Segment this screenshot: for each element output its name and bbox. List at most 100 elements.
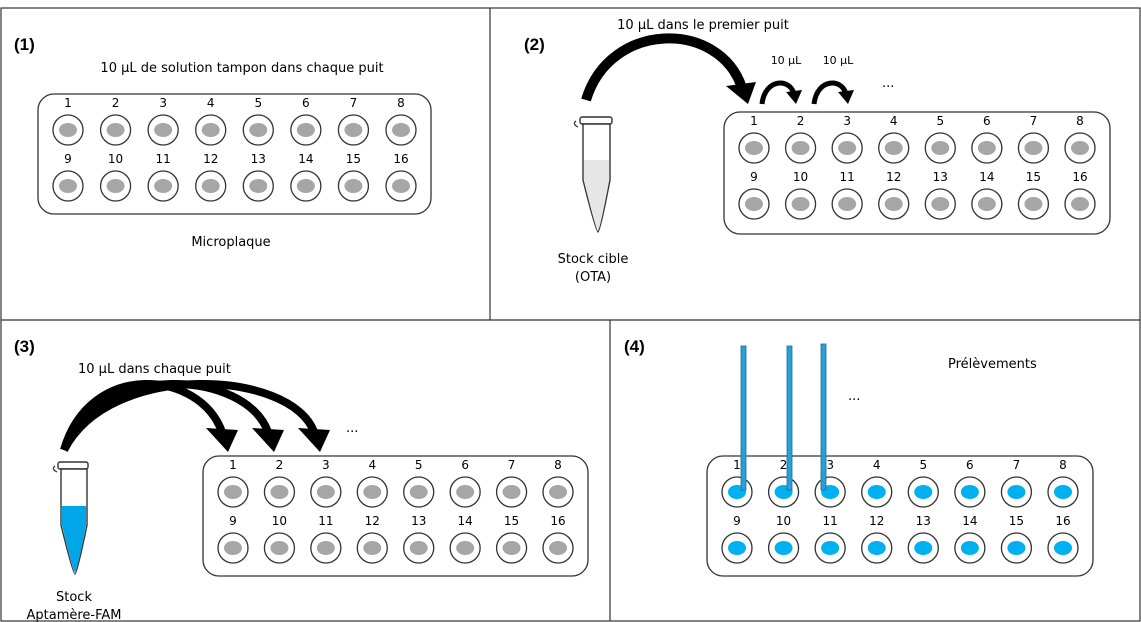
well-content xyxy=(931,141,950,155)
tube-label-line2: (OTA) xyxy=(575,270,611,285)
well-number: 9 xyxy=(733,514,741,528)
plate-frame xyxy=(202,455,589,577)
well-content xyxy=(1054,541,1072,555)
well-content xyxy=(344,123,363,137)
well-number: 3 xyxy=(159,96,167,110)
well-content xyxy=(791,197,810,211)
panel-caption: Prélèvements xyxy=(948,357,1037,372)
well-number: 15 xyxy=(346,152,361,166)
well-number: 1 xyxy=(64,96,72,110)
panel-label: (4) xyxy=(624,337,645,356)
well-number: 2 xyxy=(797,114,805,128)
well-content xyxy=(884,197,903,211)
well-number: 8 xyxy=(397,96,405,110)
well-number: 5 xyxy=(936,114,944,128)
plate-frame xyxy=(706,455,1094,577)
well-content xyxy=(549,485,567,499)
well-content xyxy=(884,141,903,155)
well-content xyxy=(270,541,289,555)
arrowhead xyxy=(726,82,756,104)
well-number: 4 xyxy=(873,458,881,472)
well-number: 1 xyxy=(750,114,758,128)
well-content xyxy=(838,197,857,211)
well-number: 4 xyxy=(207,96,215,110)
curved-arrow-icon xyxy=(811,80,849,105)
arrowhead xyxy=(298,428,330,452)
well-number: 11 xyxy=(840,170,855,184)
well-content xyxy=(960,485,979,499)
pipette-icon xyxy=(740,345,747,491)
well-number: 9 xyxy=(64,152,72,166)
well-number: 7 xyxy=(508,458,516,472)
well-content xyxy=(456,541,475,555)
transfer-label: 10 µL xyxy=(823,54,854,67)
well-content xyxy=(745,197,763,211)
well-content xyxy=(838,141,857,155)
tube-label-line2: Aptamère-FAM xyxy=(26,608,121,622)
arrowhead xyxy=(838,90,854,104)
well-number: 15 xyxy=(504,514,519,528)
well-number: 13 xyxy=(251,152,266,166)
well-number: 3 xyxy=(322,458,330,472)
well-content xyxy=(316,541,335,555)
panel-1: (1) 10 µL de solution tampon dans chaque… xyxy=(14,35,432,250)
well-number: 10 xyxy=(272,514,287,528)
well-number: 9 xyxy=(229,514,237,528)
well-number: 14 xyxy=(979,170,994,184)
well-number: 5 xyxy=(415,458,423,472)
well-number: 15 xyxy=(1026,170,1041,184)
well-content xyxy=(1007,485,1026,499)
well-number: 2 xyxy=(276,458,284,472)
well-content xyxy=(1071,141,1089,155)
well-content xyxy=(154,123,173,137)
tube-label-line1: Stock cible xyxy=(558,252,629,267)
well-content xyxy=(363,541,382,555)
well-content xyxy=(296,179,315,193)
well-number: 6 xyxy=(461,458,469,472)
well-number: 8 xyxy=(554,458,562,472)
plate-frame xyxy=(37,93,432,215)
well-number: 16 xyxy=(1055,514,1070,528)
well-number: 16 xyxy=(550,514,565,528)
well-number: 5 xyxy=(254,96,262,110)
well-content xyxy=(549,541,567,555)
well-number: 11 xyxy=(318,514,333,528)
well-content xyxy=(154,179,173,193)
well-content xyxy=(409,485,428,499)
well-content xyxy=(502,541,521,555)
well-number: 6 xyxy=(983,114,991,128)
ellipsis: ... xyxy=(882,76,894,91)
arrowhead xyxy=(252,428,284,452)
well-content xyxy=(392,179,410,193)
panel-label: (3) xyxy=(14,337,35,356)
well-number: 8 xyxy=(1059,458,1067,472)
panel-label: (1) xyxy=(14,35,35,54)
well-content xyxy=(1024,197,1043,211)
well-content xyxy=(977,141,996,155)
well-number: 3 xyxy=(843,114,851,128)
well-number: 5 xyxy=(919,458,927,472)
arrowhead xyxy=(206,428,238,452)
well-number: 16 xyxy=(393,152,408,166)
well-content xyxy=(249,179,268,193)
well-content xyxy=(1071,197,1089,211)
well-number: 11 xyxy=(156,152,171,166)
curved-arrow-icon xyxy=(581,33,747,102)
well-number: 12 xyxy=(869,514,884,528)
well-number: 2 xyxy=(780,458,788,472)
well-content xyxy=(867,541,886,555)
well-number: 16 xyxy=(1072,170,1087,184)
well-number: 12 xyxy=(365,514,380,528)
well-content xyxy=(409,541,428,555)
ellipsis: ... xyxy=(346,421,358,436)
well-content xyxy=(791,141,810,155)
well-number: 9 xyxy=(750,170,758,184)
well-content xyxy=(914,485,933,499)
tube-label-line1: Stock xyxy=(56,590,92,605)
well-number: 14 xyxy=(458,514,473,528)
well-content xyxy=(931,197,950,211)
panel-3: (3) 10 µL dans chaque puit Stock Aptamèr… xyxy=(14,337,589,622)
